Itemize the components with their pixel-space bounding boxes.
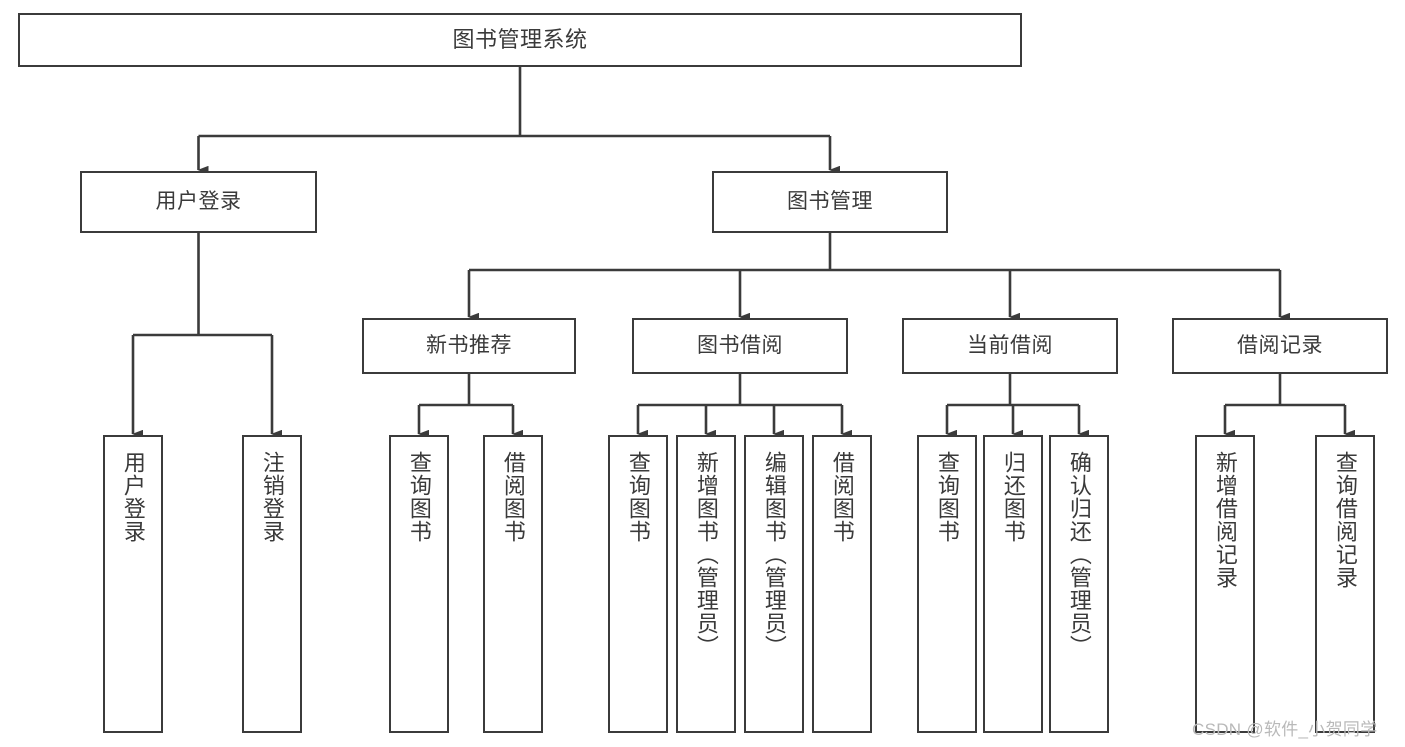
- node-records[interactable]: 借阅记录: [1172, 318, 1388, 374]
- node-label: 新增借阅记录: [1212, 451, 1238, 589]
- node-l9[interactable]: 查询图书: [917, 435, 977, 733]
- node-l2[interactable]: 注销登录: [242, 435, 302, 733]
- watermark-text: CSDN @软件_小贺同学: [1192, 720, 1378, 739]
- node-label: 图书管理: [787, 189, 873, 213]
- node-label: 用户登录: [155, 189, 242, 213]
- node-label: 用户登录: [120, 451, 146, 543]
- node-l8[interactable]: 借阅图书: [812, 435, 872, 733]
- node-label: 当前借阅: [967, 333, 1053, 357]
- node-root[interactable]: 图书管理系统: [18, 13, 1022, 67]
- node-label: 借阅记录: [1237, 333, 1323, 357]
- node-label: 查询图书: [406, 451, 432, 543]
- node-label: 借阅图书: [829, 451, 855, 543]
- node-l1[interactable]: 用户登录: [103, 435, 163, 733]
- node-label: 图书管理系统: [452, 27, 588, 53]
- node-l5[interactable]: 查询图书: [608, 435, 668, 733]
- node-label: 查询图书: [625, 451, 651, 543]
- node-label: 编辑图书（管理员）: [761, 451, 787, 658]
- node-login[interactable]: 用户登录: [80, 171, 317, 233]
- node-label: 借阅图书: [500, 451, 526, 543]
- node-label: 查询借阅记录: [1332, 451, 1358, 589]
- node-label: 归还图书: [1000, 451, 1026, 543]
- node-l12[interactable]: 新增借阅记录: [1195, 435, 1255, 733]
- node-label: 新增图书（管理员）: [693, 451, 719, 658]
- node-bookmgmt[interactable]: 图书管理: [712, 171, 948, 233]
- node-label: 查询图书: [934, 451, 960, 543]
- node-l4[interactable]: 借阅图书: [483, 435, 543, 733]
- node-l7[interactable]: 编辑图书（管理员）: [744, 435, 804, 733]
- node-l10[interactable]: 归还图书: [983, 435, 1043, 733]
- node-borrow[interactable]: 图书借阅: [632, 318, 848, 374]
- node-label: 图书借阅: [697, 333, 783, 357]
- node-l6[interactable]: 新增图书（管理员）: [676, 435, 736, 733]
- node-label: 确认归还（管理员）: [1066, 451, 1092, 658]
- node-label: 新书推荐: [426, 333, 512, 357]
- node-l3[interactable]: 查询图书: [389, 435, 449, 733]
- node-current[interactable]: 当前借阅: [902, 318, 1118, 374]
- node-label: 注销登录: [259, 451, 285, 543]
- node-newbook[interactable]: 新书推荐: [362, 318, 576, 374]
- node-l11[interactable]: 确认归还（管理员）: [1049, 435, 1109, 733]
- node-l13[interactable]: 查询借阅记录: [1315, 435, 1375, 733]
